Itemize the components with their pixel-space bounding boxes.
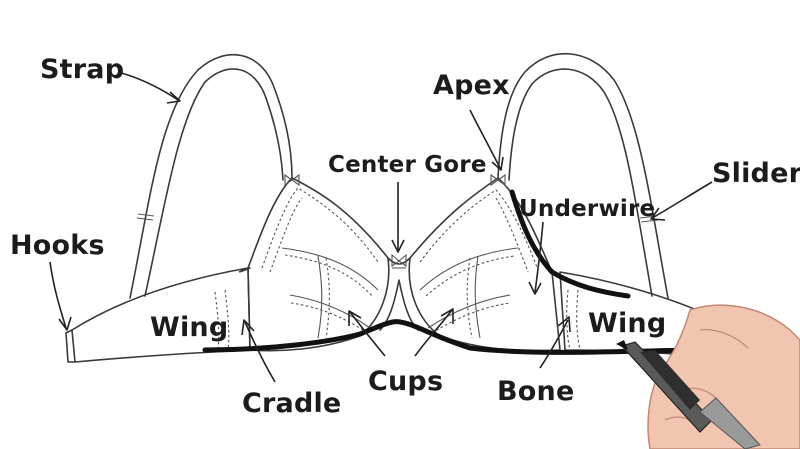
apex-label: Apex — [433, 70, 510, 101]
right-cup — [408, 177, 561, 352]
center-gore-label: Center Gore — [328, 152, 487, 178]
left-strap — [129, 54, 293, 299]
strap-label: Strap — [40, 54, 124, 85]
right-strap-bow-icon — [490, 173, 506, 187]
bone-label: Bone — [497, 376, 574, 407]
labels: Strap Apex Center Gore Slider Hooks Unde… — [10, 54, 800, 419]
left-strap-bow-icon — [284, 173, 300, 187]
center-bow-icon — [391, 253, 407, 268]
left-cup — [247, 177, 390, 352]
wing-right-label: Wing — [588, 308, 666, 339]
hooks-label: Hooks — [10, 230, 105, 261]
bra-illustration — [65, 52, 733, 363]
right-strap — [497, 52, 669, 299]
callout-arrows — [49, 71, 713, 383]
wing-left-label: Wing — [150, 312, 228, 343]
slider-label: Slider — [712, 158, 800, 189]
hand-holding-pen-icon — [616, 304, 800, 449]
underwire-label: Underwire — [519, 196, 655, 222]
cradle-label: Cradle — [242, 388, 341, 419]
bone-line — [202, 319, 693, 355]
cups-label: Cups — [368, 366, 443, 397]
left-underwire-edge — [238, 267, 251, 273]
underwire-line — [509, 189, 631, 299]
